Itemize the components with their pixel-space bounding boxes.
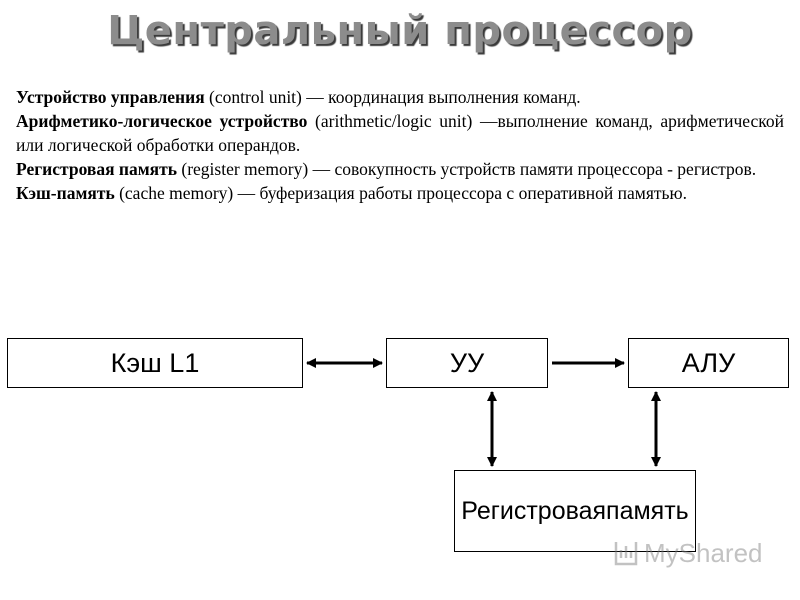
alu-box: АЛУ	[628, 338, 789, 388]
control-unit-box: УУ	[386, 338, 548, 388]
watermark-text: MyShared	[644, 538, 763, 568]
definition-register-memory: Регистровая память (register memory) — с…	[16, 157, 784, 181]
definition-cache-memory: Кэш-память (cache memory) — буферизация …	[16, 181, 784, 205]
term-control-unit: Устройство управления	[16, 87, 205, 107]
page-title: Центральный процессор	[107, 8, 693, 54]
term-register-memory: Регистровая память	[16, 159, 177, 179]
register-memory-label-line1: Регистровая	[461, 497, 607, 525]
desc-alu: (arithmetic/logic unit) —выполнение кома…	[16, 111, 784, 155]
watermark-icon	[614, 542, 638, 566]
term-alu: Арифметико-логическое устройство	[16, 111, 308, 131]
term-cache-memory: Кэш-память	[16, 183, 115, 203]
definition-alu: Арифметико-логическое устройство (arithm…	[16, 109, 784, 157]
register-memory-label-line2: память	[606, 497, 689, 525]
desc-cache-memory: (cache memory) — буферизация работы проц…	[114, 183, 687, 203]
myshared-watermark-logo: MyShared	[614, 538, 763, 568]
cache-l1-box: Кэш L1	[7, 338, 303, 388]
definitions-text: Устройство управления (control unit) — к…	[16, 85, 784, 205]
register-memory-box: Регистровая память	[454, 470, 696, 552]
desc-register-memory: (register memory) — совокупность устройс…	[177, 159, 757, 179]
definition-control-unit: Устройство управления (control unit) — к…	[16, 85, 784, 109]
desc-control-unit: (control unit) — координация выполнения …	[204, 87, 581, 107]
